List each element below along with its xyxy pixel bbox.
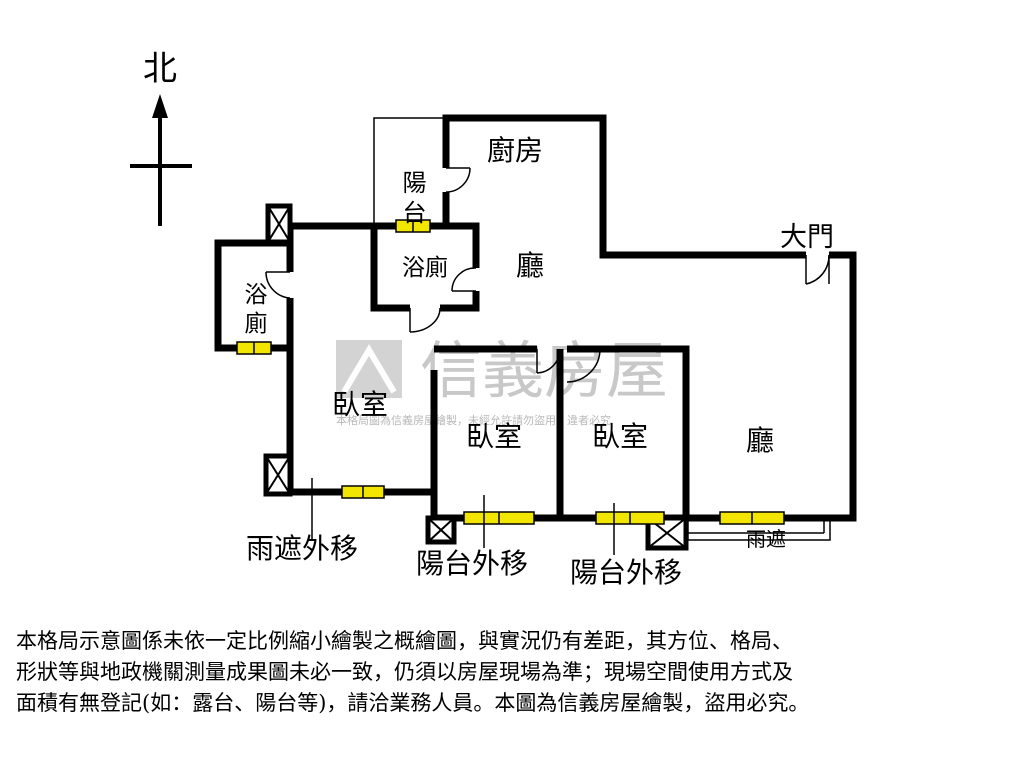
north-arrow-icon: [152, 94, 168, 118]
walls: [214, 114, 857, 522]
floor-plan: 北 信義房屋 本格局圖為信義房屋繪製，未經允許請勿盜用，違者必究: [130, 49, 857, 589]
room-label-living-main: 廳: [746, 424, 774, 457]
room-label-balcony: 陽台: [398, 170, 426, 230]
pillars: [263, 203, 689, 551]
room-label-bedroom-2: 臥室: [466, 420, 522, 453]
doors: [265, 167, 830, 383]
balcony-outline: [373, 117, 446, 225]
door-bedroom-1: [409, 307, 441, 333]
room-label-bath-left: 浴廁: [240, 282, 268, 340]
window: [719, 511, 785, 525]
watermark-brand: 信義房屋: [420, 334, 668, 407]
disclaimer-line: 本格局示意圖係未依一定比例縮小繪製之概繪圖，與實況仍有差距，其方位、格局、: [16, 629, 793, 653]
disclaimer-line: 形狀等與地政機關測量成果圖未必一致，仍須以房屋現場為準；現場空間使用方式及: [16, 660, 793, 684]
label-balcony-relocated-2: 陽台外移: [570, 556, 682, 589]
room-label-bedroom-1: 臥室: [332, 388, 388, 421]
room-label-living-top: 廳: [516, 249, 544, 282]
label-main-door: 大門: [780, 222, 834, 253]
window: [395, 219, 431, 233]
room-label-bath-center: 浴廁: [402, 255, 448, 281]
label-canopy: 雨遮: [746, 527, 786, 551]
compass-label: 北: [143, 49, 177, 89]
room-label-bedroom-3: 臥室: [592, 420, 648, 453]
door-balcony: [445, 167, 471, 193]
door-bedroom-3: [566, 348, 601, 383]
disclaimer-line: 面積有無登記(如：露台、陽台等)，請洽業務人員。本圖為信義房屋繪製，盜用必究。: [16, 691, 810, 715]
window: [595, 511, 665, 525]
window: [463, 511, 535, 525]
door-bath-left: [265, 271, 291, 299]
window: [236, 341, 272, 355]
room-label-kitchen: 廚房: [487, 134, 543, 167]
door-bedroom-2: [536, 348, 561, 374]
label-canopy-relocated: 雨遮外移: [246, 532, 358, 565]
canopy-outline: [687, 518, 831, 541]
leader-lines: [311, 478, 615, 555]
watermark-note: 本格局圖為信義房屋繪製，未經允許請勿盜用，違者必究: [336, 413, 611, 427]
disclaimer: 本格局示意圖係未依一定比例縮小繪製之概繪圖，與實況仍有差距，其方位、格局、 形狀…: [16, 626, 1016, 719]
window: [341, 485, 385, 499]
label-balcony-relocated-1: 陽台外移: [416, 547, 528, 580]
windows: [236, 219, 785, 525]
main-door: [805, 254, 830, 285]
door-bath-center: [451, 267, 477, 292]
north-compass: 北: [130, 49, 192, 226]
